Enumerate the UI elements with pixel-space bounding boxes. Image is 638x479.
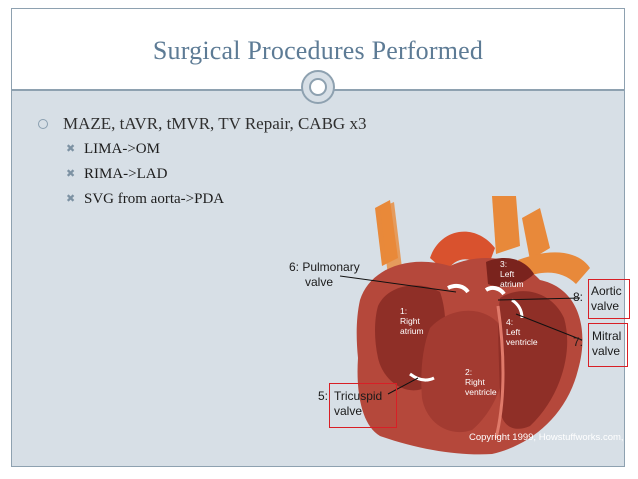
x-bullet-icon: ✖ <box>66 167 76 180</box>
tricuspid-valve-number: 5: <box>318 389 329 403</box>
label-line: ventricle <box>465 387 497 397</box>
aortic-valve-highlight <box>588 279 630 319</box>
x-bullet-icon: ✖ <box>66 192 76 205</box>
slide-title: Surgical Procedures Performed <box>152 36 484 65</box>
aortic-valve-number: 8: <box>573 290 584 304</box>
label-line: valve <box>592 344 621 358</box>
mitral-valve-highlight <box>588 323 628 367</box>
sub-bullet-text: LIMA->OM <box>84 141 160 157</box>
label-line: 6: Pulmonary <box>289 260 360 274</box>
mitral-valve-label: Mitral valve <box>592 329 621 359</box>
tricuspid-valve-highlight <box>329 383 397 428</box>
slide-frame <box>11 8 625 467</box>
label-line: Left <box>500 269 515 279</box>
label-line: 4: <box>506 317 514 327</box>
label-line: Right <box>465 377 485 387</box>
label-line: Tricuspid <box>334 389 383 403</box>
label-line: 1: <box>400 306 408 316</box>
label-line: atrium <box>500 279 524 289</box>
x-bullet-icon: ✖ <box>66 142 76 155</box>
divider-ornament-icon <box>301 70 335 104</box>
label-line: Right <box>400 316 420 326</box>
label-line: 2: <box>465 367 473 377</box>
left-ventricle-label: 4: Left ventricle <box>506 317 538 347</box>
sub-bullet-text: RIMA->LAD <box>84 166 168 182</box>
mitral-valve-number: 7: <box>573 335 584 349</box>
sub-bullet-text: SVG from aorta->PDA <box>84 191 225 207</box>
divider-ornament-inner-icon <box>309 78 327 96</box>
label-line: ventricle <box>506 337 538 347</box>
right-ventricle-label: 2: Right ventricle <box>465 367 497 397</box>
label-line: valve <box>334 404 363 418</box>
label-line: atrium <box>400 326 424 336</box>
left-atrium-label: 3: Left atrium <box>500 259 524 289</box>
label-line: valve <box>305 275 334 289</box>
circle-bullet-icon <box>38 119 48 129</box>
aortic-valve-label: Aortic valve <box>591 284 622 314</box>
label-line: Aortic <box>591 284 622 298</box>
pulmonary-valve-label: 6: Pulmonary valve <box>289 260 360 290</box>
tricuspid-valve-label: Tricuspid valve <box>334 389 382 419</box>
copyright-text: Copyright 1999, Howstuffworks.com, Inc. <box>469 432 638 443</box>
main-bullet-text: MAZE, tAVR, tMVR, TV Repair, CABG x3 <box>63 114 367 133</box>
right-atrium-label: 1: Right atrium <box>400 306 424 336</box>
label-line: valve <box>591 299 620 313</box>
label-line: 3: <box>500 259 508 269</box>
label-line: Mitral <box>592 329 622 343</box>
heart-diagram <box>339 196 590 455</box>
label-line: Left <box>506 327 521 337</box>
